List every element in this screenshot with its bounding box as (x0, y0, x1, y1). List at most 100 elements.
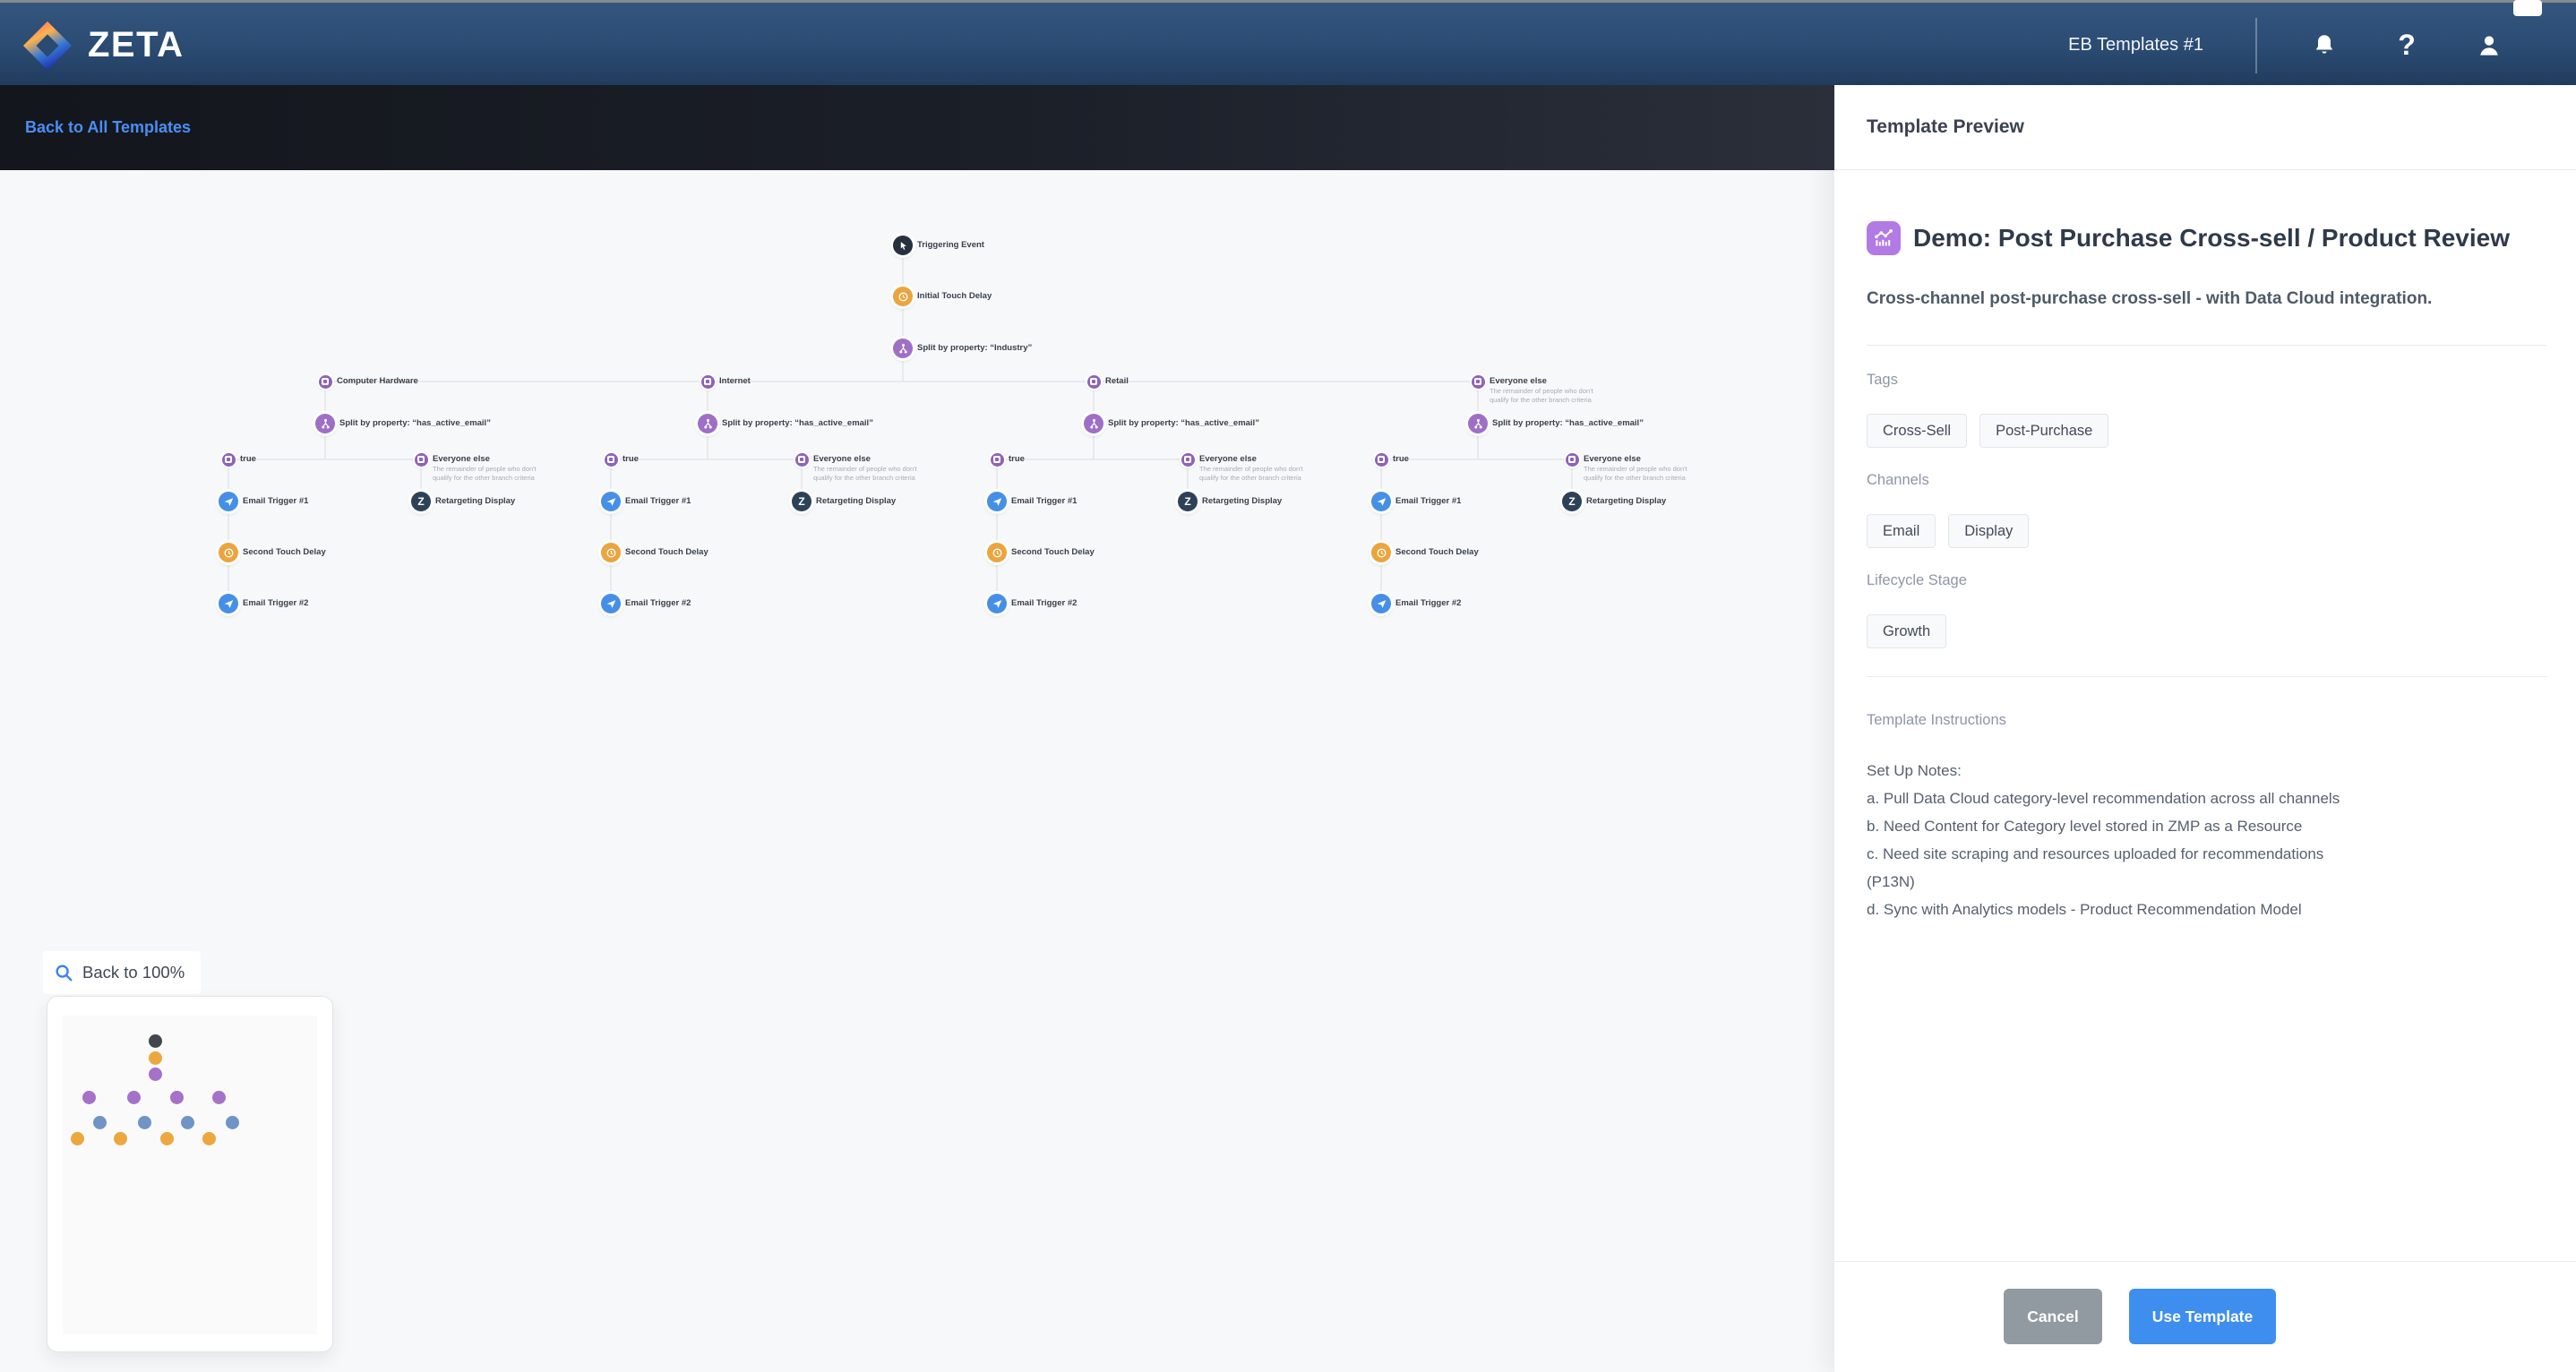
flow-node-email-split-2[interactable] (698, 414, 717, 433)
flow-node-industry-split[interactable] (893, 339, 913, 358)
flow-node-email-trigger-1-label: Email Trigger #1 (1011, 496, 1078, 506)
lifecycle-label: Lifecycle Stage (1867, 572, 1967, 588)
back-to-templates-link[interactable]: Back to All Templates (25, 118, 192, 136)
flow-node-email-trigger-2-label: Email Trigger #2 (1395, 598, 1462, 608)
chip[interactable]: Email (1867, 514, 1936, 548)
magnifier-icon (56, 965, 73, 982)
flow-node-triggering-event[interactable] (893, 236, 913, 255)
branch-note: The remainder of people who don't qualif… (1199, 465, 1303, 482)
flow-node-email-trigger-2-label: Email Trigger #2 (625, 598, 691, 608)
minimap-node-dot (92, 1115, 107, 1129)
minimap-node-dot (148, 1067, 162, 1081)
flow-node-email-trigger-2[interactable] (219, 594, 238, 613)
flow-node-email-trigger-1[interactable] (601, 492, 621, 511)
instructions-label: Template Instructions (1867, 712, 2006, 728)
channels-chip-row: Email Display (1867, 514, 2030, 548)
flow-branch-true-3[interactable] (990, 452, 1004, 467)
page-context-label: EB Templates #1 (2068, 35, 2203, 55)
help-icon[interactable]: ? (2398, 29, 2416, 61)
zeta-logo[interactable]: ZETA (21, 3, 184, 88)
template-preview-panel: Template Preview Demo: Post Purchase Cro… (1834, 85, 2576, 1372)
flow-branch-true-2[interactable] (604, 452, 618, 467)
flow-node-retargeting-display-label: Retargeting Display (435, 496, 516, 506)
analytics-chart-icon (1867, 221, 1901, 255)
flow-node-email-split-4-label: Split by property: “has_active_email” (1492, 418, 1644, 428)
zeta-diamond-icon (22, 21, 73, 70)
sub-header-bar: Back to All Templates (0, 85, 1834, 170)
flow-node-email-split-2-label: Split by property: “has_active_email” (722, 418, 873, 428)
flow-node-email-trigger-1-label: Email Trigger #1 (625, 496, 691, 506)
minimap-viewport (63, 1016, 317, 1334)
flow-node-retargeting-display[interactable]: Z (1178, 492, 1198, 511)
user-icon[interactable] (2474, 30, 2504, 61)
flow-node-second-touch-delay-label: Second Touch Delay (1395, 547, 1479, 557)
minimap-node-dot (113, 1131, 127, 1145)
flow-node-email-trigger-2[interactable] (601, 594, 621, 613)
flow-branch-true-1[interactable] (221, 452, 236, 467)
lifecycle-chip-row: Growth (1867, 614, 1947, 648)
flow-branch-true-3-label: true (1009, 454, 1025, 464)
flow-node-email-trigger-1[interactable] (219, 492, 238, 511)
instructions-text: Set Up Notes: a. Pull Data Cloud categor… (1867, 762, 2340, 918)
flow-branch-4[interactable] (1471, 374, 1485, 389)
flow-node-retargeting-display-label: Retargeting Display (816, 496, 897, 506)
flow-branch-1-label: Computer Hardware (337, 376, 418, 386)
flow-node-second-touch-delay[interactable] (601, 543, 621, 562)
flow-branch-else-1[interactable] (414, 452, 428, 467)
chip[interactable]: Display (1948, 514, 2030, 548)
flow-branch-1[interactable] (318, 374, 332, 389)
flow-branch-3[interactable] (1086, 374, 1101, 389)
flow-node-email-split-1[interactable] (315, 414, 335, 433)
channels-label: Channels (1867, 472, 1929, 488)
flow-branch-else-3-label: Everyone else (1199, 454, 1257, 464)
flow-branch-true-2-label: true (623, 454, 639, 464)
flow-node-email-trigger-2-label: Email Trigger #2 (1011, 598, 1078, 608)
panel-footer: Cancel Use Template (1834, 1261, 2576, 1372)
flow-node-email-split-3[interactable] (1084, 414, 1103, 433)
flow-node-retargeting-display[interactable]: Z (1562, 492, 1582, 511)
flow-branch-else-4[interactable] (1565, 452, 1579, 467)
flow-node-email-split-4[interactable] (1468, 414, 1488, 433)
flow-branch-else-1-label: Everyone else (433, 454, 490, 464)
flow-node-retargeting-display[interactable]: Z (411, 492, 431, 511)
flow-node-email-trigger-2[interactable] (987, 594, 1007, 613)
flow-node-email-trigger-1[interactable] (1371, 492, 1391, 511)
divider (1867, 345, 2547, 346)
branch-note: The remainder of people who don't qualif… (1490, 387, 1593, 404)
flow-branch-4-label: Everyone else (1490, 376, 1547, 386)
zoom-reset-button[interactable]: Back to 100% (43, 951, 201, 994)
chip[interactable]: Cross-Sell (1867, 414, 1968, 448)
panel-header-title: Template Preview (1867, 116, 2024, 137)
flow-node-email-split-1-label: Split by property: “has_active_email” (339, 418, 491, 428)
minimap-node-dot (82, 1090, 96, 1104)
flow-node-email-trigger-1-label: Email Trigger #1 (1395, 496, 1462, 506)
flow-node-email-trigger-1[interactable] (987, 492, 1007, 511)
cancel-button[interactable]: Cancel (2004, 1289, 2102, 1344)
flow-branch-true-4[interactable] (1374, 452, 1388, 467)
flow-branch-2[interactable] (700, 374, 715, 389)
minimap-node-dot (159, 1131, 174, 1145)
use-template-button[interactable]: Use Template (2129, 1289, 2276, 1344)
minimap-node-dot (202, 1131, 216, 1145)
minimap[interactable] (47, 996, 333, 1352)
flow-branch-true-4-label: true (1393, 454, 1409, 464)
flow-node-retargeting-display[interactable]: Z (792, 492, 811, 511)
flow-node-second-touch-delay[interactable] (987, 543, 1007, 562)
chip[interactable]: Post-Purchase (1979, 414, 2109, 448)
scrollbar-thumb[interactable] (2513, 0, 2542, 16)
minimap-node-dot (148, 1050, 162, 1065)
flow-node-initial-touch-delay[interactable] (893, 287, 913, 306)
branch-note: The remainder of people who don't qualif… (813, 465, 917, 482)
flow-node-second-touch-delay[interactable] (219, 543, 238, 562)
flow-branch-else-3[interactable] (1181, 452, 1195, 467)
flow-node-email-trigger-2[interactable] (1371, 594, 1391, 613)
flow-node-second-touch-delay-label: Second Touch Delay (625, 547, 708, 557)
flow-node-triggering-event-label: Triggering Event (917, 240, 984, 250)
flow-branch-else-2[interactable] (794, 452, 809, 467)
bell-icon[interactable] (2309, 30, 2340, 61)
tags-chip-row: Cross-Sell Post-Purchase (1867, 414, 2109, 448)
chip[interactable]: Growth (1867, 614, 1947, 648)
flow-node-second-touch-delay[interactable] (1371, 543, 1391, 562)
minimap-node-dot (225, 1115, 239, 1129)
